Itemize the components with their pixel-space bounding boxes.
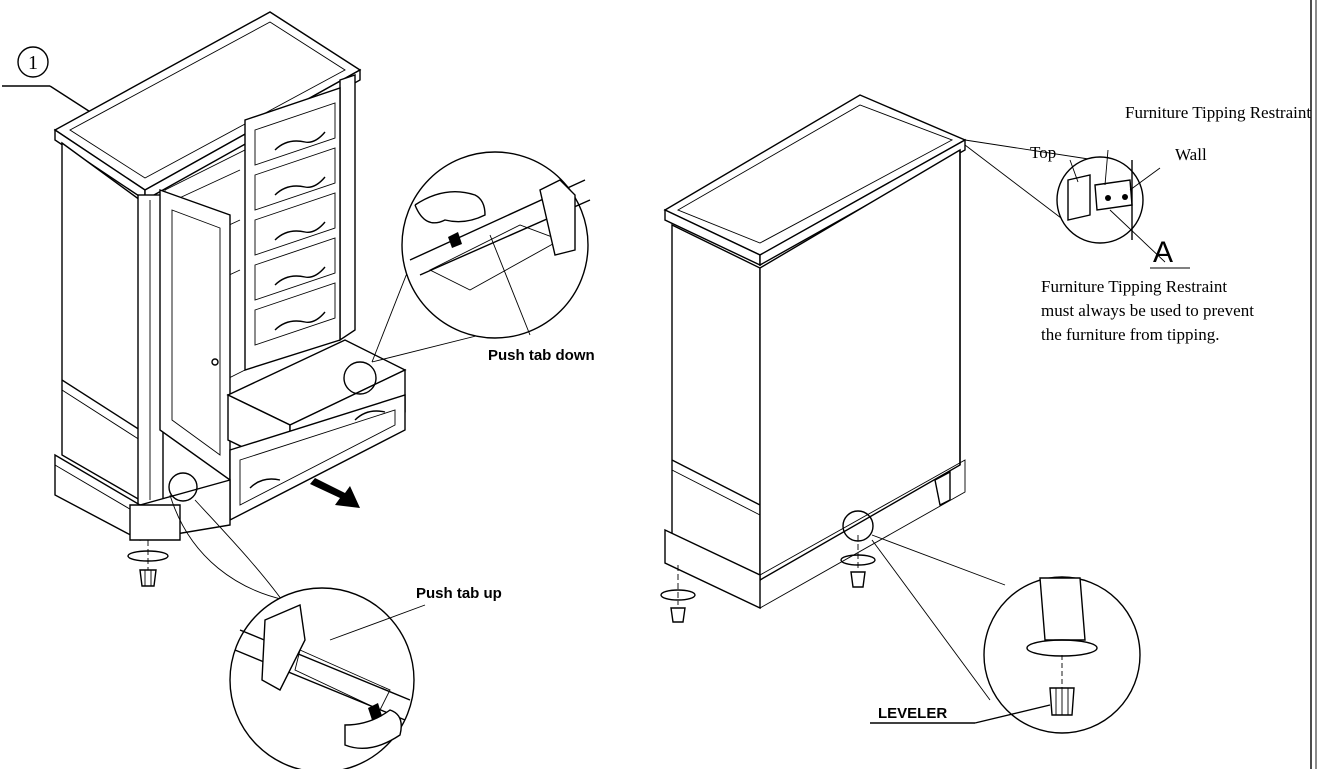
armoire-left-view [53, 11, 407, 541]
label-wall: Wall [1175, 145, 1207, 164]
detail-push-tab-up [168, 472, 426, 769]
detail-push-tab-down [343, 151, 591, 395]
label-push-tab-down: Push tab down [488, 347, 595, 364]
detail-leveler [870, 534, 1141, 734]
step-number: 1 [28, 52, 38, 74]
label-top: Top [1030, 143, 1056, 162]
label-detail-a: A [1153, 236, 1173, 269]
armoire-rear-view [663, 94, 967, 610]
leveler-foot [660, 565, 696, 623]
label-leveler: LEVELER [878, 705, 947, 722]
detail-tipping-restraint [964, 139, 1190, 269]
leveler-foot [840, 510, 876, 588]
restraint-note-line: the furniture from tipping. [1041, 325, 1219, 344]
restraint-note-line: must always be used to prevent [1041, 301, 1254, 320]
label-restraint-title: Furniture Tipping Restraint [1125, 103, 1311, 122]
step-number-callout: 1 [2, 46, 96, 116]
leveler-foot [127, 540, 169, 587]
restraint-note-line: Furniture Tipping Restraint [1041, 277, 1227, 296]
label-push-tab-up: Push tab up [416, 585, 502, 602]
